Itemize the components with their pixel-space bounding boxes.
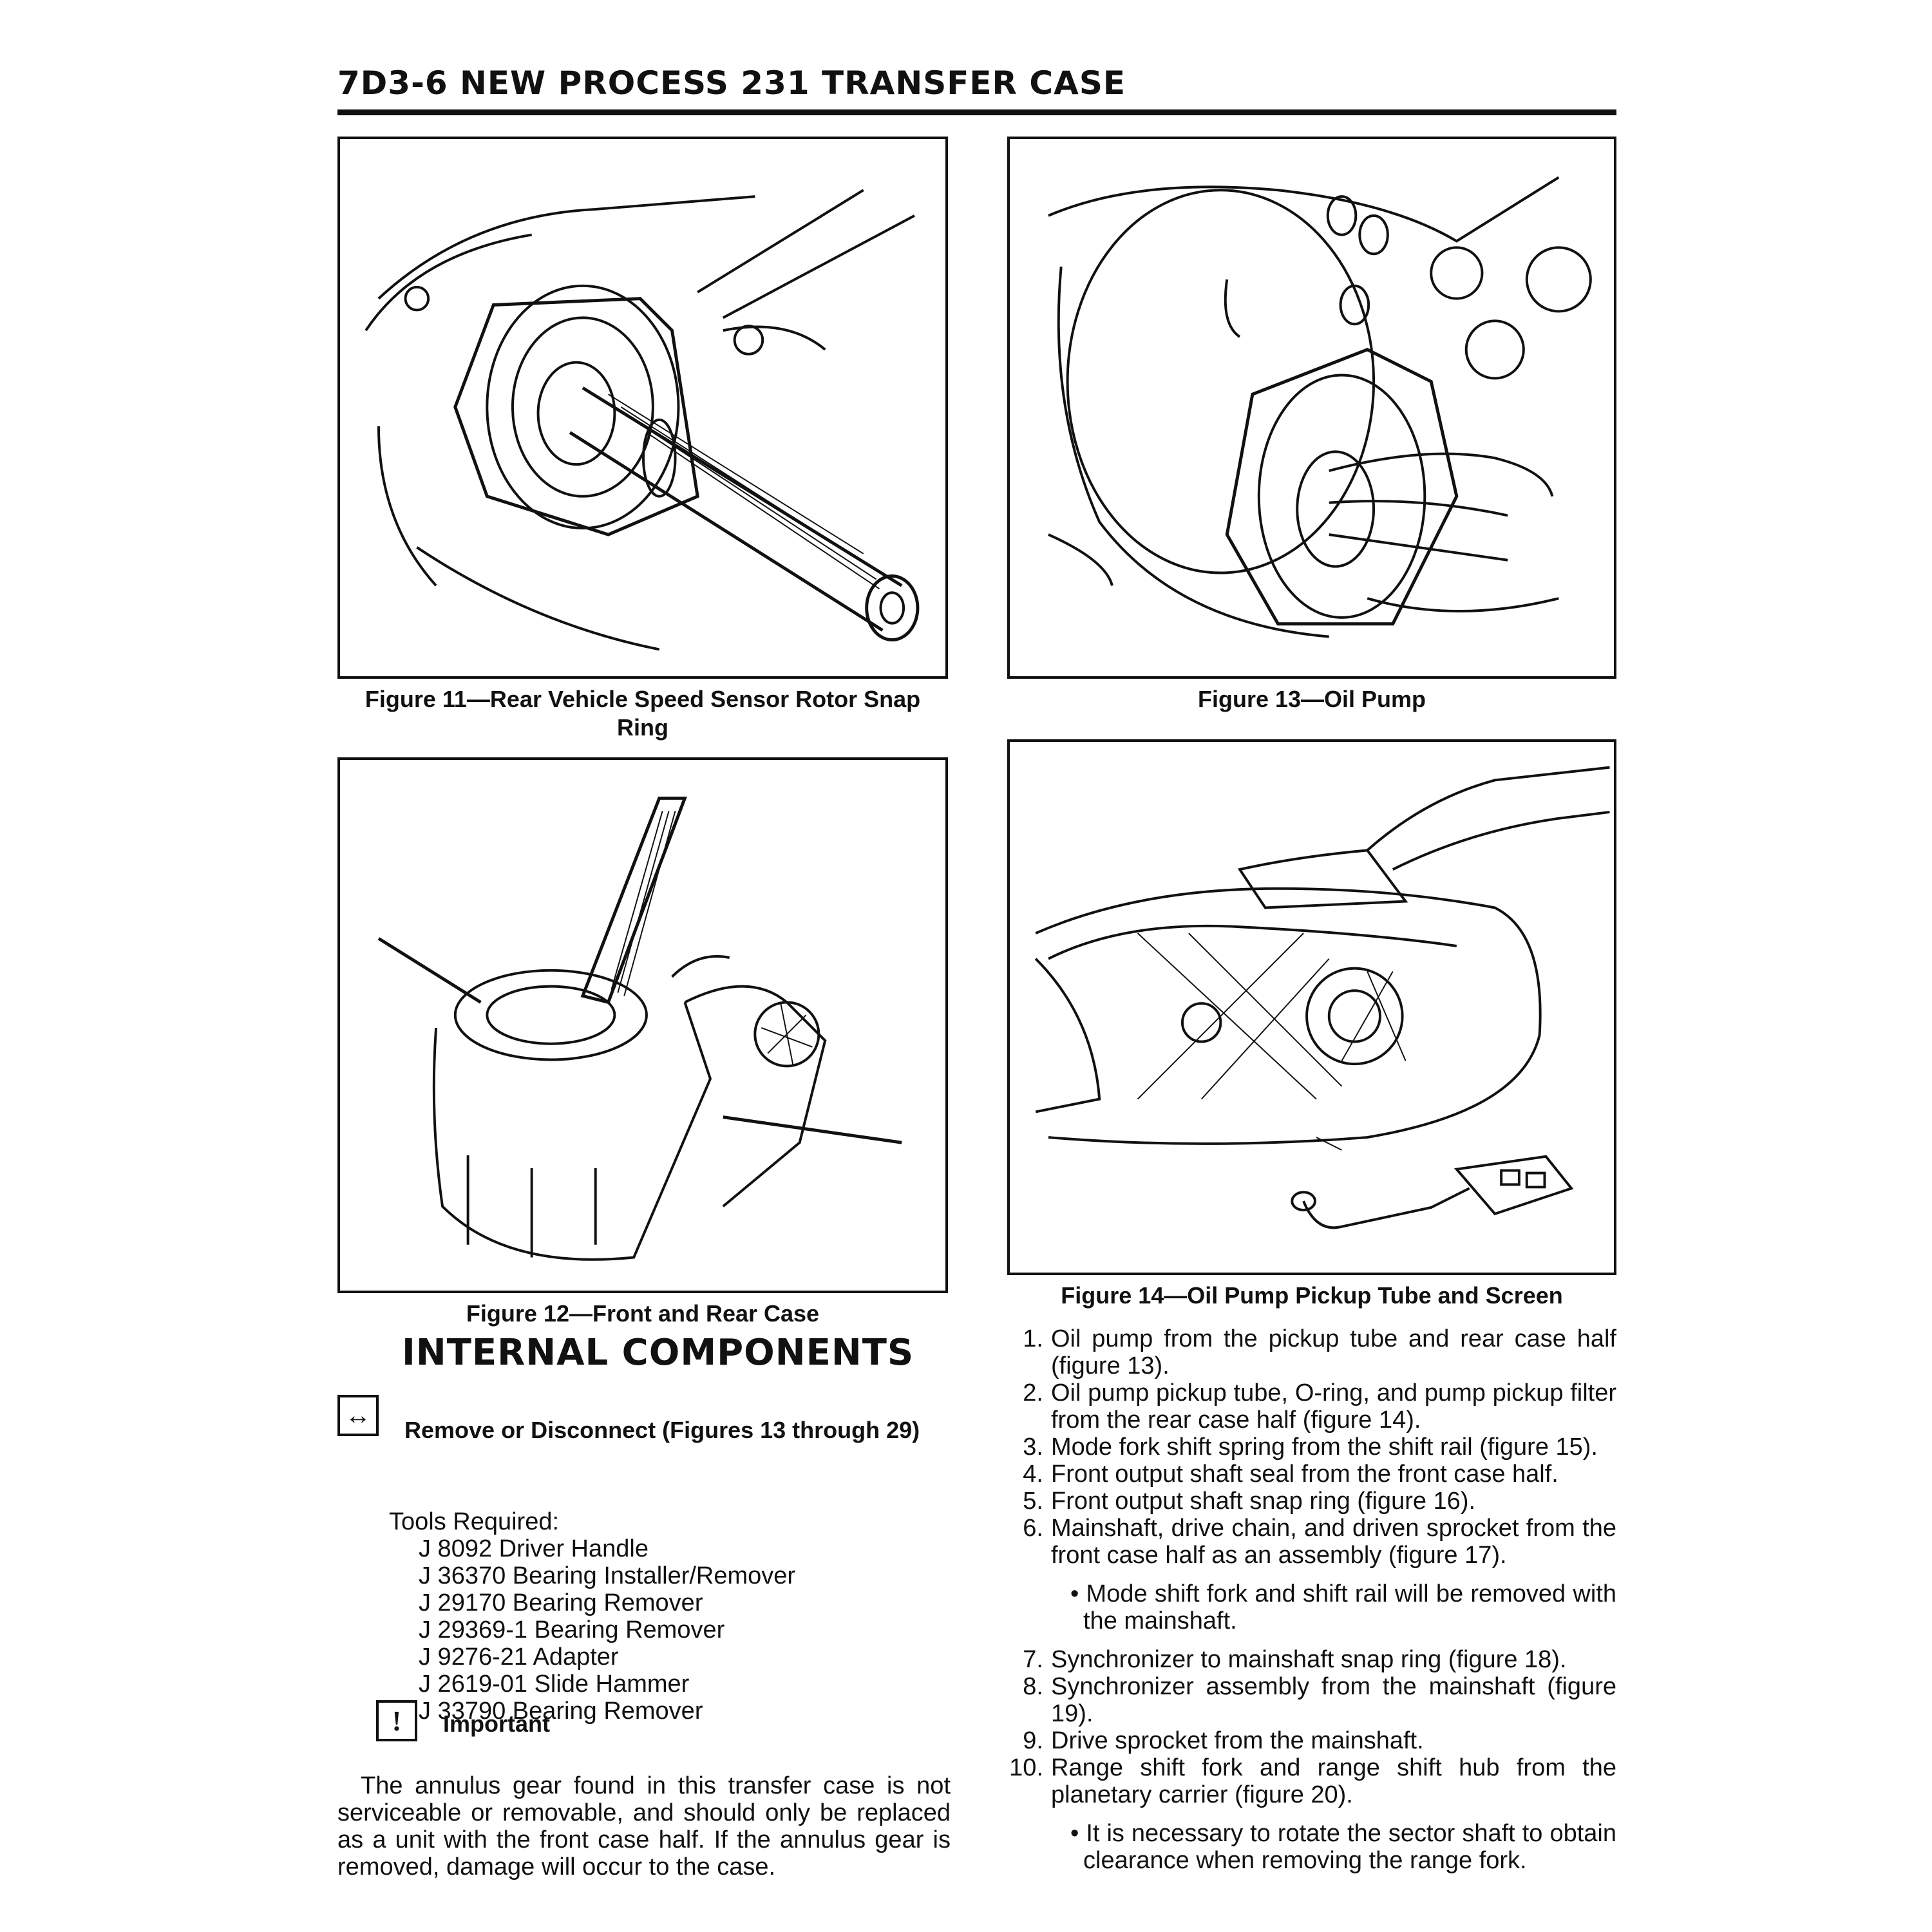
figure-13-caption: Figure 13—Oil Pump: [1197, 686, 1426, 712]
figure-12-caption: Figure 12—Front and Rear Case: [466, 1300, 820, 1327]
tool-item: J 2619-01 Slide Hammer: [419, 1671, 690, 1698]
tools-required: Tools Required: J 8092 Driver Handle J 3…: [389, 1508, 795, 1725]
list-item: 7.Synchronizer to mainshaft snap ring (f…: [1023, 1646, 1567, 1673]
list-item: 5.Front output shaft snap ring (figure 1…: [1023, 1488, 1476, 1515]
header-rule: [337, 109, 1616, 115]
figure-11-drawing: [365, 189, 920, 651]
section-title: INTERNAL COMPONENTS: [402, 1332, 914, 1374]
important-icon: !: [376, 1700, 417, 1741]
page-header: 7D3-6 NEW PROCESS 231 TRANSFER CASE: [337, 64, 1126, 102]
bullet-note: • Mode shift fork and shift rail will be…: [1070, 1580, 1616, 1634]
figure-11-caption-line1: Figure 11—Rear Vehicle Speed Sensor Roto…: [365, 686, 921, 712]
remove-disconnect-icon: ↔: [337, 1395, 379, 1436]
figure-11-caption-line2: Ring: [617, 714, 668, 741]
list-item: 3.Mode fork shift spring from the shift …: [1023, 1434, 1598, 1461]
remove-disconnect-title: Remove or Disconnect (Figures 13 through…: [404, 1417, 920, 1443]
figure-13-drawing: [1048, 176, 1592, 638]
list-item: 6.Mainshaft, drive chain, and driven spr…: [1023, 1515, 1616, 1569]
tools-heading: Tools Required:: [389, 1508, 560, 1535]
figure-12-illustration: [337, 757, 948, 1293]
figure-11-illustration: [337, 137, 948, 679]
list-item: 2.Oil pump pickup tube, O-ring, and pump…: [1023, 1379, 1616, 1434]
tool-item: J 33790 Bearing Remover: [419, 1698, 703, 1725]
list-item: 4.Front output shaft seal from the front…: [1023, 1461, 1558, 1488]
tool-item: J 36370 Bearing Installer/Remover: [419, 1562, 796, 1589]
important-paragraph: The annulus gear found in this transfer …: [337, 1772, 951, 1880]
figure-14-caption: Figure 14—Oil Pump Pickup Tube and Scree…: [1061, 1282, 1563, 1309]
important-label: Important: [443, 1710, 550, 1737]
tool-item: J 29170 Bearing Remover: [419, 1589, 703, 1616]
figure-14-illustration: [1007, 739, 1616, 1275]
list-item: 9.Drive sprocket from the mainshaft.: [1023, 1727, 1424, 1754]
figure-13-illustration: [1007, 137, 1616, 679]
tool-item: J 9276-21 Adapter: [419, 1643, 619, 1671]
list-item: 8.Synchronizer assembly from the mainsha…: [1023, 1673, 1616, 1727]
list-item: 1.Oil pump from the pickup tube and rear…: [1023, 1325, 1616, 1379]
list-item: 10.Range shift fork and range shift hub …: [1009, 1754, 1616, 1808]
figure-12-drawing: [377, 796, 902, 1261]
tool-item: J 29369-1 Bearing Remover: [419, 1616, 725, 1643]
removal-steps: 1.Oil pump from the pickup tube and rear…: [999, 1325, 1616, 1886]
figure-14-drawing: [1034, 766, 1610, 1229]
tool-item: J 8092 Driver Handle: [419, 1535, 649, 1562]
bullet-note: • It is necessary to rotate the sector s…: [1070, 1820, 1616, 1874]
